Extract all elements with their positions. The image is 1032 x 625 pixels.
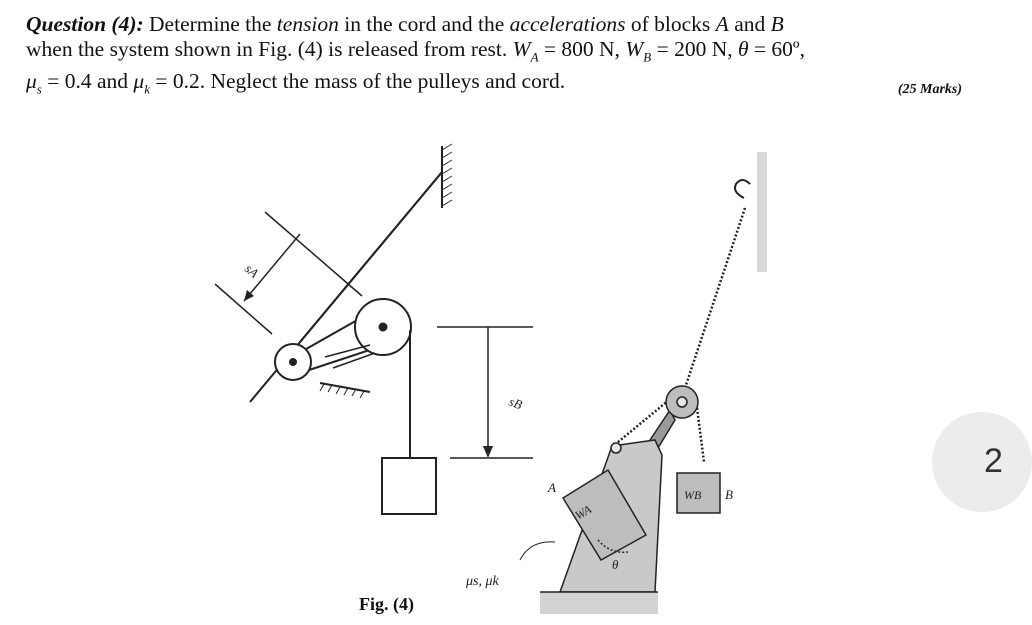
right-wall	[757, 152, 767, 272]
text-part: and	[728, 12, 771, 36]
block-a-label: A	[547, 480, 556, 495]
left-block	[381, 457, 437, 515]
upper-pulley-hub	[378, 322, 388, 332]
right-figure	[519, 152, 767, 614]
wb-value: = 200 N,	[651, 37, 738, 61]
block-a-symbol: A	[715, 12, 729, 36]
wb-label: WB	[684, 488, 702, 502]
mus-symbol: μs	[26, 69, 42, 97]
text-part: in the cord and the	[338, 12, 510, 36]
cord-upper	[299, 171, 443, 343]
block-b	[676, 472, 721, 514]
wall-hook	[734, 179, 751, 199]
question-text: Question (4): Determine the tension in t…	[26, 12, 971, 102]
text-part: when the system shown in Fig. (4) is rel…	[26, 37, 508, 61]
wb-symbol: WB	[625, 37, 652, 65]
incline-cord	[611, 394, 676, 448]
top-wall-hatch	[441, 143, 453, 207]
theta-arc	[597, 539, 629, 553]
theta-value: = 60º,	[748, 37, 805, 61]
right-pulley-hub	[676, 396, 688, 408]
question-heading: Question (4):	[26, 12, 144, 36]
figure-caption: Fig. (4)	[359, 594, 414, 614]
lower-pulley-hub	[289, 358, 297, 366]
tension-word: tension	[276, 12, 339, 36]
sa-extension-1	[214, 283, 273, 335]
block-b-symbol: B	[770, 12, 784, 36]
accelerations-word: accelerations	[509, 12, 626, 36]
muk-value: = 0.2. Neglect the mass of the pulleys a…	[149, 69, 566, 94]
ground	[540, 592, 658, 614]
left-figure	[214, 143, 533, 515]
mus-value: = 0.4 and	[41, 69, 134, 94]
sb-label: sB	[507, 394, 524, 413]
theta-label: θ	[612, 557, 619, 572]
ground-support	[319, 382, 371, 393]
sb-arrowhead	[483, 446, 493, 458]
muk-symbol: μk	[133, 69, 150, 97]
sa-label: sA	[242, 261, 262, 281]
cord-clip	[610, 442, 622, 454]
page-badge: 2	[932, 412, 1032, 512]
sa-arrowhead	[244, 290, 254, 301]
mu-label: μs, μk	[465, 574, 500, 589]
sa-arrow	[243, 233, 301, 302]
figure-4: sA sB A WA WB B θ μs, μk	[214, 143, 767, 614]
theta-symbol: θ	[737, 37, 749, 61]
page-badge-number: 2	[984, 442, 1003, 480]
ground-hatch	[319, 383, 365, 399]
wa-value: = 800 N,	[538, 37, 626, 61]
text-part: Determine the	[143, 12, 277, 36]
hanging-cord	[694, 399, 706, 463]
block-a	[561, 468, 648, 562]
question-line-3: μs = 0.4 and μk = 0.2. Neglect the mass …	[26, 69, 971, 101]
text-part: of blocks	[625, 12, 716, 36]
top-cord	[679, 207, 747, 401]
question-line-1: Question (4): Determine the tension in t…	[26, 12, 971, 37]
sa-extension-2	[264, 211, 363, 297]
block-b-label: B	[725, 487, 733, 502]
mu-leader	[519, 541, 556, 561]
wa-symbol: WA	[512, 37, 539, 65]
question-line-2: when the system shown in Fig. (4) is rel…	[26, 37, 971, 69]
marks-label: (25 Marks)	[897, 82, 962, 97]
